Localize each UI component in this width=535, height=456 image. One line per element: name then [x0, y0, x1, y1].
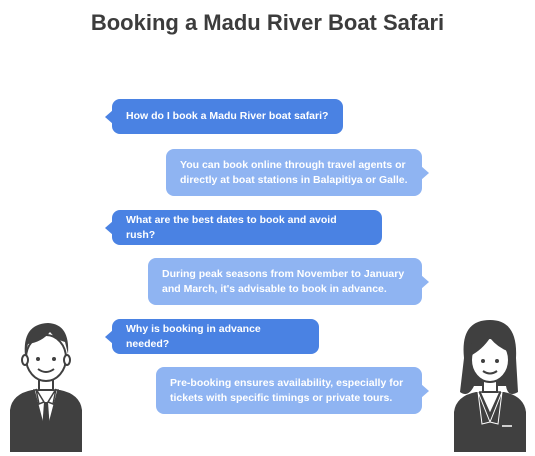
answer-bubble-2: During peak seasons from November to Jan…: [148, 258, 429, 305]
question-text-1: How do I book a Madu River boat safari?: [126, 110, 329, 122]
answer-bubble-1: You can book online through travel agent…: [166, 149, 429, 196]
question-bubble-3: Why is booking in advance needed?: [105, 319, 319, 354]
male-person-icon: [10, 323, 82, 452]
answer-bubble-3: Pre-booking ensures availability, especi…: [156, 367, 429, 414]
diagram-title: Booking a Madu River Boat Safari: [90, 10, 445, 35]
answer-text-3: Pre-booking ensures availability, especi…: [170, 376, 404, 404]
question-text-3: Why is booking in advance needed?: [126, 322, 261, 350]
question-bubble-2: What are the best dates to book and avoi…: [105, 210, 382, 245]
question-bubble-1: How do I book a Madu River boat safari?: [105, 99, 343, 134]
female-person-icon: [454, 320, 526, 452]
answer-text-1: You can book online through travel agent…: [180, 158, 408, 186]
answer-text-2: During peak seasons from November to Jan…: [162, 267, 405, 295]
question-text-2: What are the best dates to book and avoi…: [126, 213, 337, 241]
